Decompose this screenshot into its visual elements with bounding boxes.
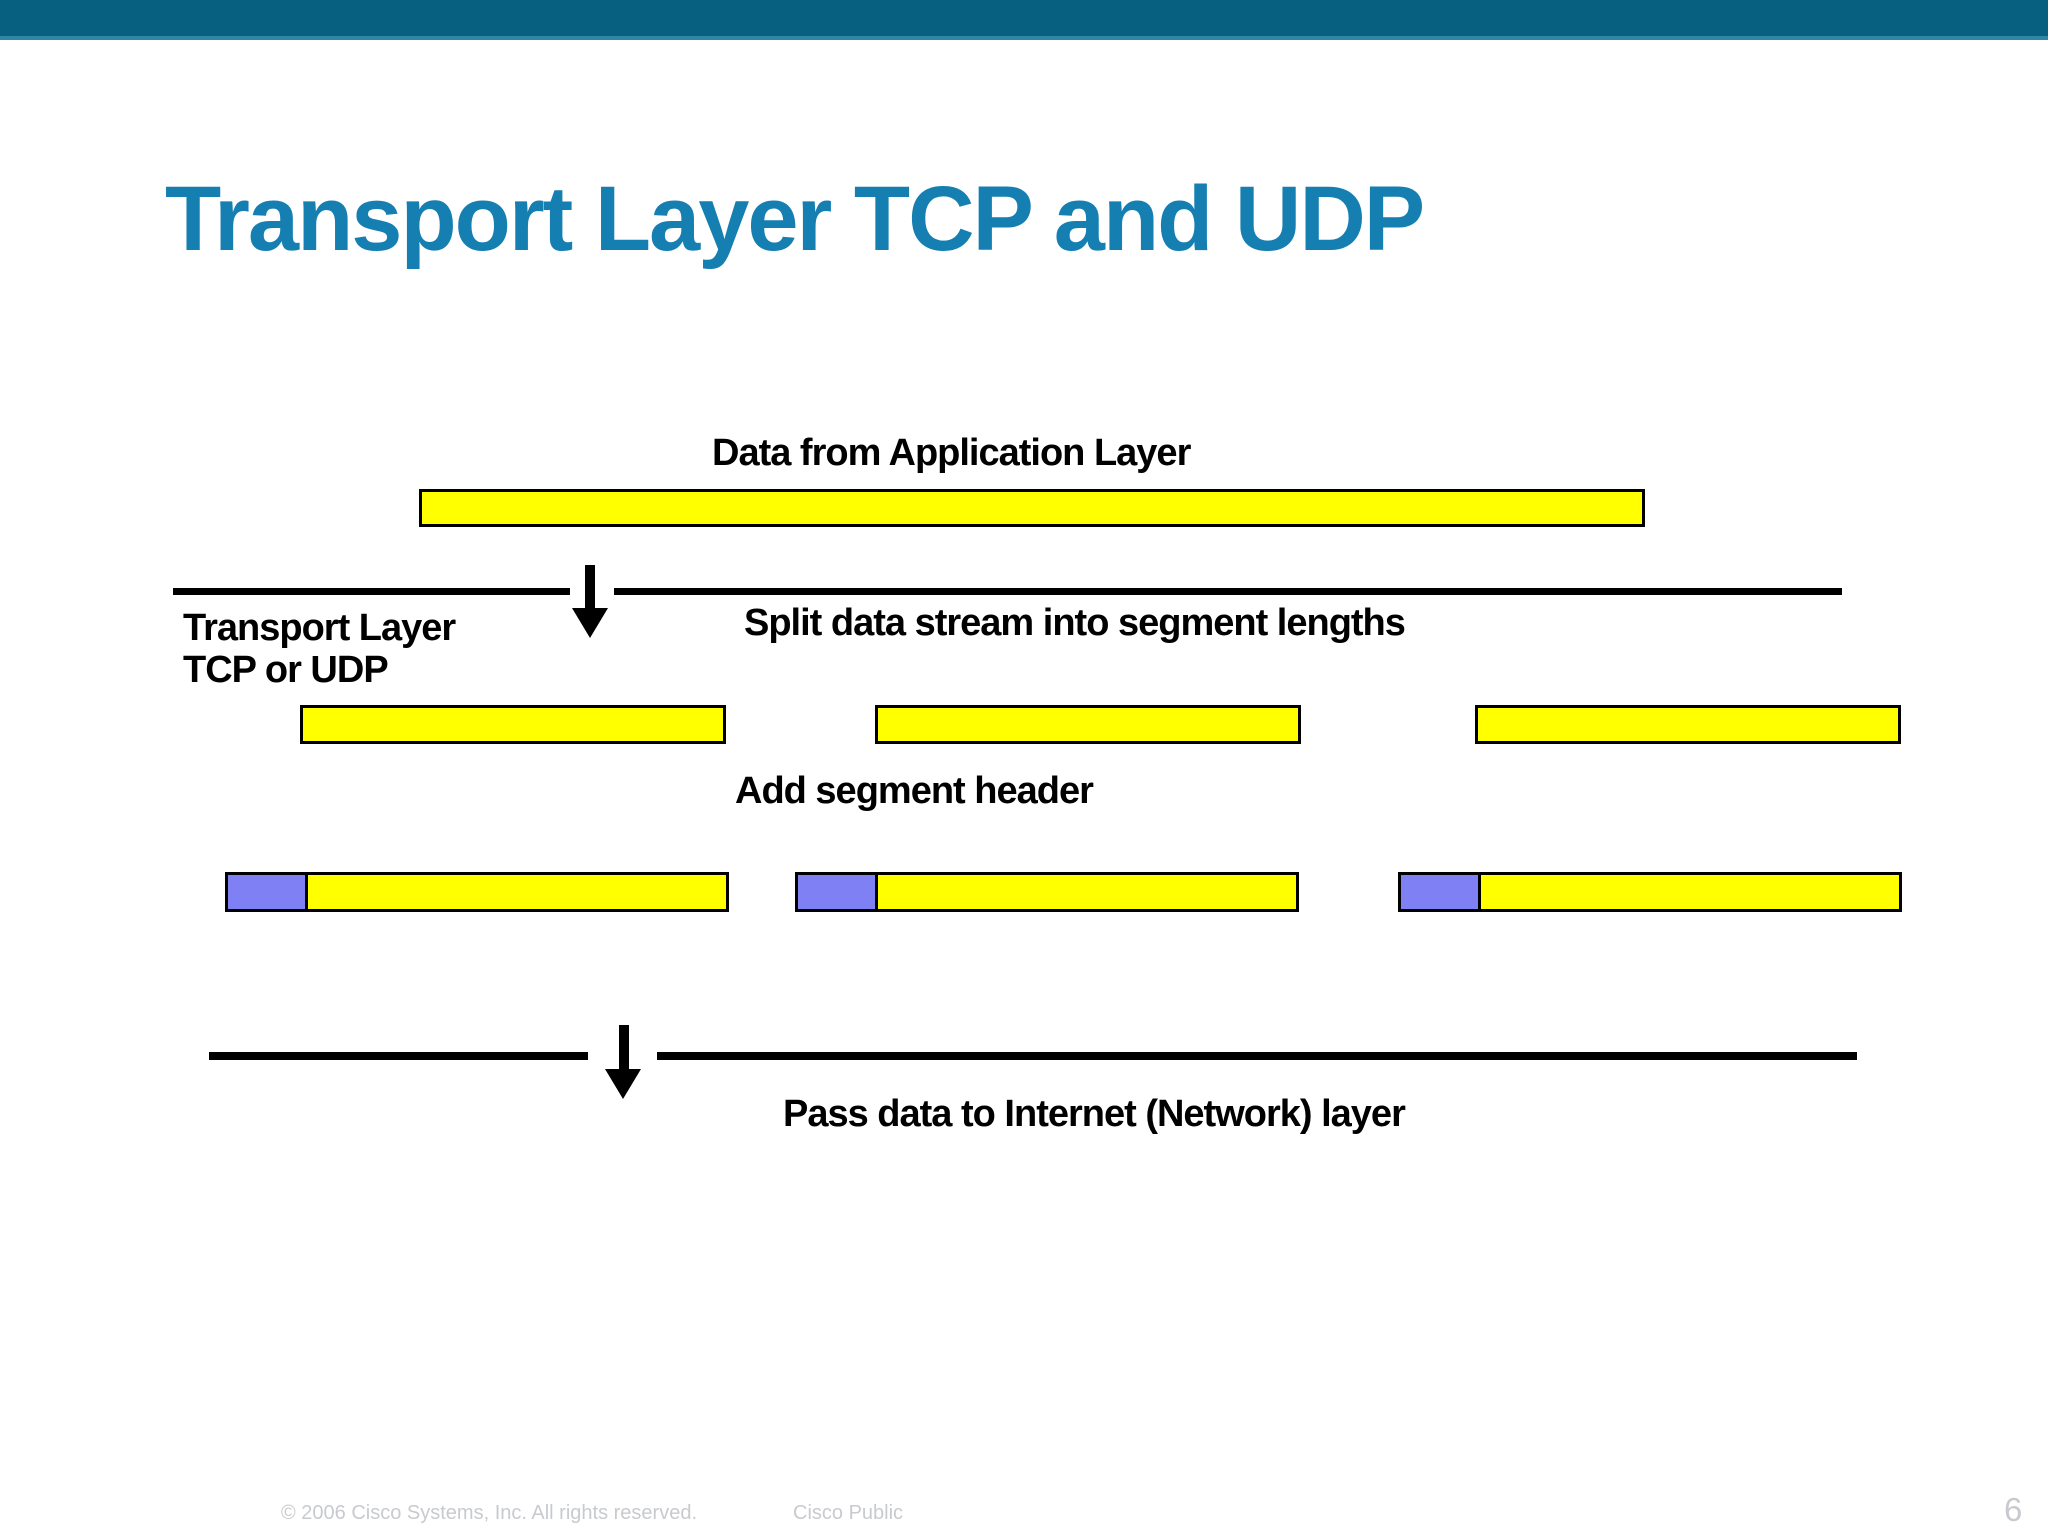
slide-title: Transport Layer TCP and UDP [165, 168, 1425, 270]
segment-payload-1 [308, 875, 726, 909]
segment-bar-1 [300, 705, 726, 744]
transport-boundary-line-right [614, 588, 1842, 595]
label-transport-layer-line2: TCP or UDP [183, 649, 389, 691]
header-bar [0, 0, 2048, 40]
transport-boundary-line-left [173, 588, 570, 595]
network-boundary-line-right [657, 1052, 1857, 1060]
label-split-data-stream: Split data stream into segment lengths [744, 602, 1406, 644]
segment-payload-2 [878, 875, 1296, 909]
down-arrow-top-head-icon [572, 608, 608, 638]
label-pass-data-to-network-layer: Pass data to Internet (Network) layer [783, 1093, 1406, 1135]
label-add-segment-header: Add segment header [735, 770, 1094, 812]
application-data-bar [419, 489, 1645, 527]
segment-header-box-3 [1401, 875, 1481, 909]
segment-with-header-2 [795, 872, 1299, 912]
segment-with-header-1 [225, 872, 729, 912]
label-transport-layer-line1: Transport Layer [183, 607, 456, 649]
segment-bar-3 [1475, 705, 1901, 744]
network-boundary-line-left [209, 1052, 588, 1060]
down-arrow-bottom-head-icon [605, 1069, 641, 1099]
down-arrow-top-icon [585, 565, 595, 610]
footer-classification: Cisco Public [793, 1502, 904, 1524]
label-data-from-application-layer: Data from Application Layer [712, 432, 1191, 474]
segment-payload-3 [1481, 875, 1899, 909]
segment-header-box-2 [798, 875, 878, 909]
page-number: 6 [2004, 1491, 2023, 1528]
segment-header-box-1 [228, 875, 308, 909]
segment-bar-2 [875, 705, 1301, 744]
label-transport-layer: Transport Layer TCP or UDP [183, 607, 456, 691]
footer-copyright: © 2006 Cisco Systems, Inc. All rights re… [281, 1502, 698, 1524]
down-arrow-bottom-icon [619, 1025, 629, 1071]
segment-with-header-3 [1398, 872, 1902, 912]
